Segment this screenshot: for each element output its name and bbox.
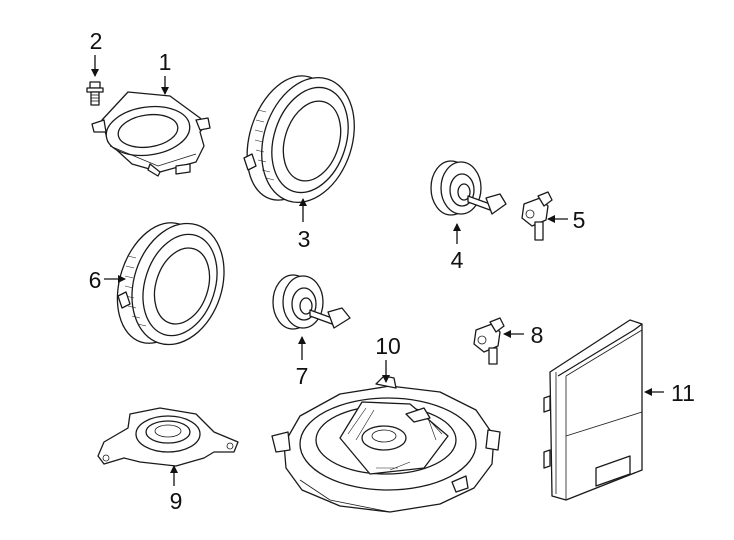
part-10-subwoofer [271,375,501,513]
callout-11: 11 [671,380,695,406]
callout-3: 3 [298,226,311,252]
part-8-connector [473,317,505,365]
part-5-connector [521,191,553,241]
part-6-speaker [116,222,225,346]
callout-4: 4 [451,247,464,273]
callout-1: 1 [159,49,172,75]
part-7-tweeter [272,274,351,330]
part-2-bolt [86,81,104,106]
callout-10: 10 [375,333,401,359]
part-4-tweeter [430,160,507,216]
callout-5: 5 [573,207,586,233]
part-1-speaker-bracket [91,91,211,177]
callout-7: 7 [296,363,309,389]
callout-9: 9 [170,488,183,514]
callout-8: 8 [531,322,544,348]
part-11-amplifier [543,319,643,501]
part-9-speaker-bracket [97,407,239,467]
callout-6: 6 [89,267,102,293]
part-3-speaker [243,75,355,204]
callout-2: 2 [90,28,103,54]
